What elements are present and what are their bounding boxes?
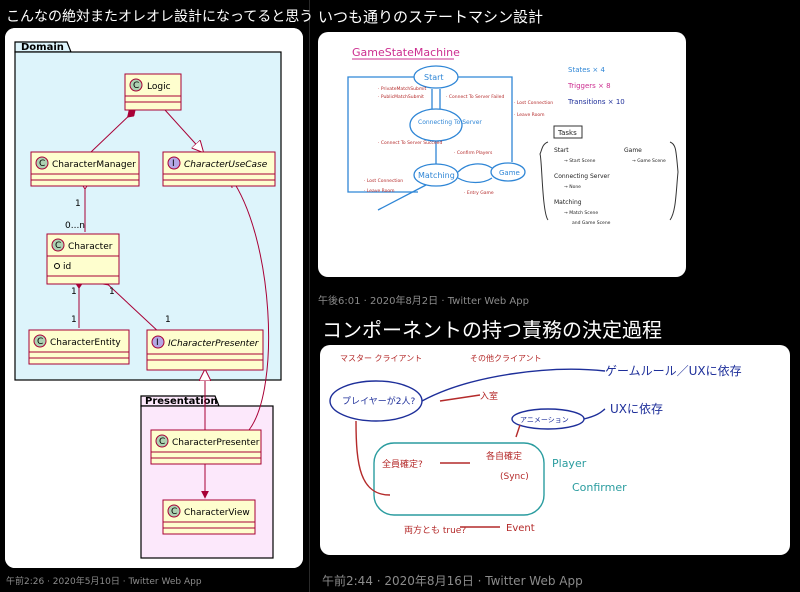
tweet-title-1: こんなの絶対またオレオレ設計になってると思う <box>6 9 314 25</box>
svg-text:→ Game Scene: → Game Scene <box>632 158 666 164</box>
svg-text:CharacterView: CharacterView <box>184 508 250 518</box>
confirmer-text: Confirmer <box>572 481 627 494</box>
svg-text:→ None: → None <box>564 184 581 190</box>
svg-text:0...n: 0...n <box>65 221 85 231</box>
tweet-title-2: いつも通りのステートマシン設計 <box>318 8 544 26</box>
enter-room-text: 入室 <box>480 390 498 402</box>
svg-text:· Leave Room: · Leave Room <box>364 188 395 194</box>
svg-text:Start: Start <box>424 73 444 82</box>
tweet-meta-1: 午前2:26 · 2020年5月10日 · Twitter Web App <box>6 577 202 587</box>
class-character-entity: C CharacterEntity <box>28 329 130 365</box>
event-text: Event <box>506 523 535 534</box>
svg-text:Matching: Matching <box>418 171 455 180</box>
svg-text:Start: Start <box>554 147 569 154</box>
player-text: Player <box>552 457 587 470</box>
svg-text:1: 1 <box>165 315 171 325</box>
svg-text:C: C <box>171 507 177 517</box>
ux-depend-text: UXに依存 <box>610 401 663 416</box>
svg-text:id: id <box>63 262 71 272</box>
svg-text:Logic: Logic <box>147 82 171 92</box>
svg-text:· Confirm Players: · Confirm Players <box>454 150 493 156</box>
svg-text:CharacterManager: CharacterManager <box>52 160 136 170</box>
responsibility-image[interactable]: マスター クライアント その他クライアント プレイヤーが2人? アニメーション … <box>320 345 790 555</box>
svg-text:1: 1 <box>71 287 77 297</box>
svg-text:Game: Game <box>624 147 642 154</box>
svg-text:· Entry Game: · Entry Game <box>464 190 494 196</box>
svg-text:→ Start Scene: → Start Scene <box>564 158 596 164</box>
svg-text:C: C <box>37 337 43 347</box>
class-character-manager: C CharacterManager <box>30 151 140 187</box>
class-logic: C Logic <box>124 73 182 111</box>
svg-text:C: C <box>55 241 61 251</box>
animation-text: アニメーション <box>520 416 569 424</box>
tweet-meta-3: 午前2:44 · 2020年8月16日 · Twitter Web App <box>322 574 583 588</box>
svg-text:· Lost Connection: · Lost Connection <box>514 100 553 106</box>
tweet-title-3: コンポーネントの持つ責務の決定過程 <box>322 318 662 342</box>
tasks-label: Tasks <box>557 129 577 137</box>
svg-text:· PrivateMatchSubmit: · PrivateMatchSubmit <box>378 86 426 92</box>
tweet-meta-2: 午後6:01 · 2020年8月2日 · Twitter Web App <box>318 296 529 307</box>
svg-text:Connecting Server: Connecting Server <box>554 173 610 180</box>
svg-text:Game: Game <box>499 169 520 177</box>
svg-text:ICharacterPresenter: ICharacterPresenter <box>168 339 260 349</box>
players-two-text: プレイヤーが2人? <box>342 395 415 407</box>
svg-text:Character: Character <box>68 242 113 252</box>
other-client-label: その他クライアント <box>470 353 542 363</box>
tasks-list: Start → Start Scene Connecting Server → … <box>554 147 666 226</box>
svg-text:Connecting To Server: Connecting To Server <box>418 119 482 126</box>
svg-text:· PublicMatchSubmit: · PublicMatchSubmit <box>378 94 424 100</box>
state-machine-title: GameStateMachine <box>352 46 460 59</box>
multiplicity-labels: 1 0...n 1 1 1 1 <box>65 199 171 325</box>
svg-text:C: C <box>133 81 139 91</box>
svg-text:CharacterEntity: CharacterEntity <box>50 338 121 348</box>
master-client-label: マスター クライアント <box>340 354 422 363</box>
svg-text:CharacterUseCase: CharacterUseCase <box>184 160 268 170</box>
svg-text:and Game Scene: and Game Scene <box>572 220 611 226</box>
each-confirm-text: 各自確定 <box>486 450 522 462</box>
uml-diagram: Domain Presentation 1 0...n 1 1 1 1 C <box>5 28 303 568</box>
class-character-view: C CharacterView <box>162 499 256 535</box>
svg-text:· Connect To Server Succeed: · Connect To Server Succeed <box>378 140 442 146</box>
transition-labels: · PrivateMatchSubmit · PublicMatchSubmit… <box>364 86 553 196</box>
uml-diagram-image[interactable]: Domain Presentation 1 0...n 1 1 1 1 C <box>5 28 303 568</box>
svg-text:C: C <box>159 437 165 447</box>
svg-text:Triggers × 8: Triggers × 8 <box>567 82 611 90</box>
svg-text:1: 1 <box>109 287 115 297</box>
state-machine-image[interactable]: GameStateMachine Start Connecting To Ser… <box>318 32 686 277</box>
svg-text:· Lost Connection: · Lost Connection <box>364 178 403 184</box>
svg-text:Matching: Matching <box>554 199 582 206</box>
svg-text:→ Match Scene: → Match Scene <box>564 210 598 216</box>
svg-text:CharacterPresenter: CharacterPresenter <box>172 438 260 448</box>
domain-label: Domain <box>21 42 64 53</box>
svg-text:C: C <box>39 159 45 169</box>
presentation-package <box>140 405 274 559</box>
presentation-label: Presentation <box>145 396 218 407</box>
svg-text:I: I <box>172 159 175 169</box>
svg-text:· Connect To Server Failed: · Connect To Server Failed <box>446 94 504 100</box>
svg-text:1: 1 <box>75 199 81 209</box>
all-confirmed-text: 全員確定? <box>382 458 423 470</box>
class-character: C Character id <box>46 233 120 285</box>
interface-icharacter-presenter: I ICharacterPresenter <box>146 329 264 371</box>
svg-text:Transitions × 10: Transitions × 10 <box>567 98 625 106</box>
state-labels: Start Connecting To Server Matching Game <box>418 73 520 180</box>
responsibility-diagram: マスター クライアント その他クライアント プレイヤーが2人? アニメーション … <box>329 353 742 536</box>
counts: States × 4 Triggers × 8 Transitions × 10 <box>567 66 625 106</box>
svg-text:States × 4: States × 4 <box>568 66 605 74</box>
both-true-text: 両方とも true? <box>404 524 466 536</box>
interface-character-use-case: I CharacterUseCase <box>162 151 276 187</box>
column-divider <box>309 0 310 592</box>
game-rule-text: ゲームルール／UXに依存 <box>605 363 742 378</box>
state-machine-diagram: GameStateMachine Start Connecting To Ser… <box>347 46 679 226</box>
sync-text: (Sync) <box>500 472 529 482</box>
svg-text:I: I <box>156 338 159 348</box>
svg-text:1: 1 <box>71 315 77 325</box>
class-character-presenter: C CharacterPresenter <box>150 429 262 465</box>
svg-text:· Leave Room: · Leave Room <box>514 112 545 118</box>
